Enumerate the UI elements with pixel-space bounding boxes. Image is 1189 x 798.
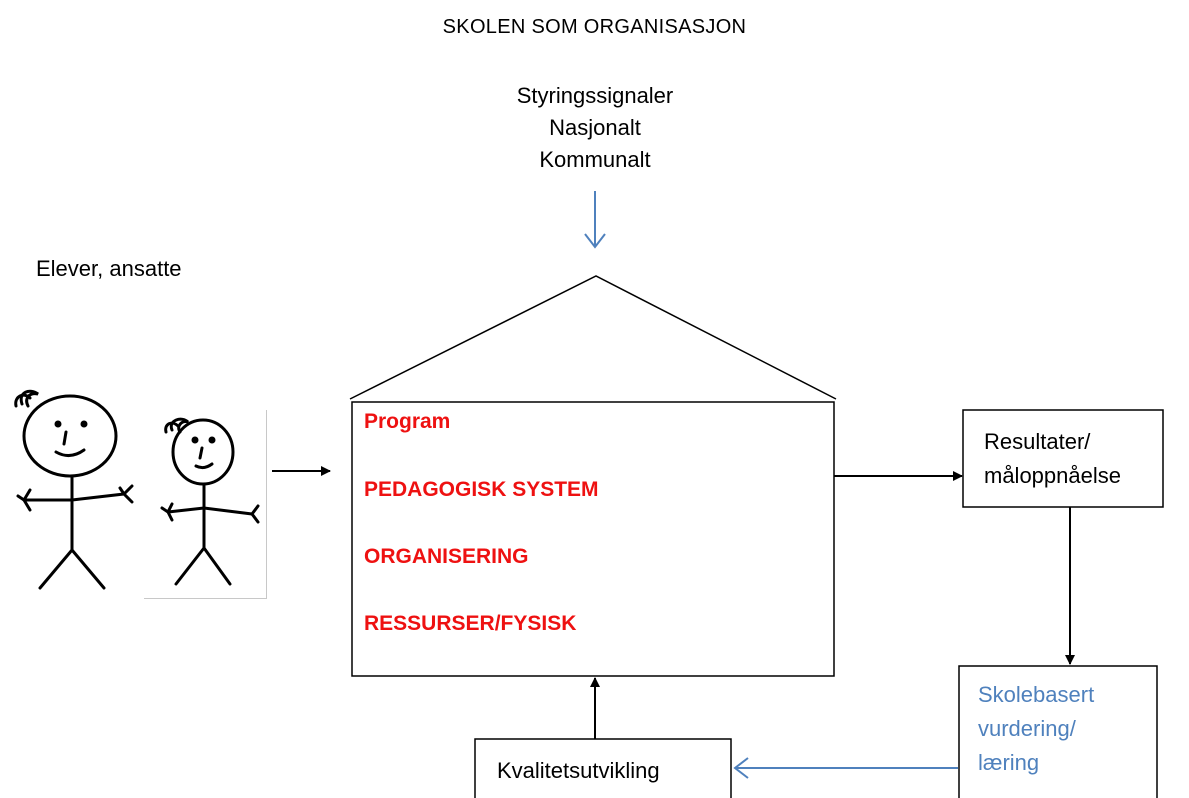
stick-figure-small-icon — [160, 417, 260, 586]
school-box — [351, 401, 835, 677]
school-item-ressurser: RESSURSER/FYSISK — [364, 612, 577, 635]
signals-arrow — [584, 191, 606, 249]
assessment-label: Skolebasert vurdering/ læring — [978, 678, 1094, 780]
results-label: Resultater/ måloppnåelse — [984, 425, 1121, 493]
results-line-2: måloppnåelse — [984, 463, 1121, 488]
assessment-line-3: læring — [978, 750, 1040, 775]
results-line-1: Resultater/ — [984, 429, 1091, 454]
school-item-program: Program — [364, 410, 451, 433]
signals-line-1: Styringssignaler — [516, 83, 674, 108]
quality-label: Kvalitetsutvikling — [497, 758, 660, 783]
assessment-box — [958, 665, 1158, 798]
people-label: Elever, ansatte — [36, 256, 182, 281]
assessment-line-2: vurdering/ — [978, 716, 1076, 741]
steering-signals: Styringssignaler Nasjonalt Kommunalt — [470, 80, 720, 176]
signals-line-3: Kommunalt — [539, 147, 651, 172]
school-roof — [349, 275, 837, 400]
arrow-assessment-to-quality — [733, 757, 958, 779]
quality-box — [474, 738, 732, 798]
school-item-pedagogical-system: PEDAGOGISK SYSTEM — [364, 478, 599, 501]
stick-figure-large-icon — [14, 389, 134, 590]
signals-line-2: Nasjonalt — [549, 115, 641, 140]
results-box — [962, 409, 1164, 508]
diagram-title: SKOLEN SOM ORGANISASJON — [442, 16, 747, 38]
school-item-organisering: ORGANISERING — [364, 545, 529, 568]
assessment-line-1: Skolebasert — [978, 682, 1095, 707]
